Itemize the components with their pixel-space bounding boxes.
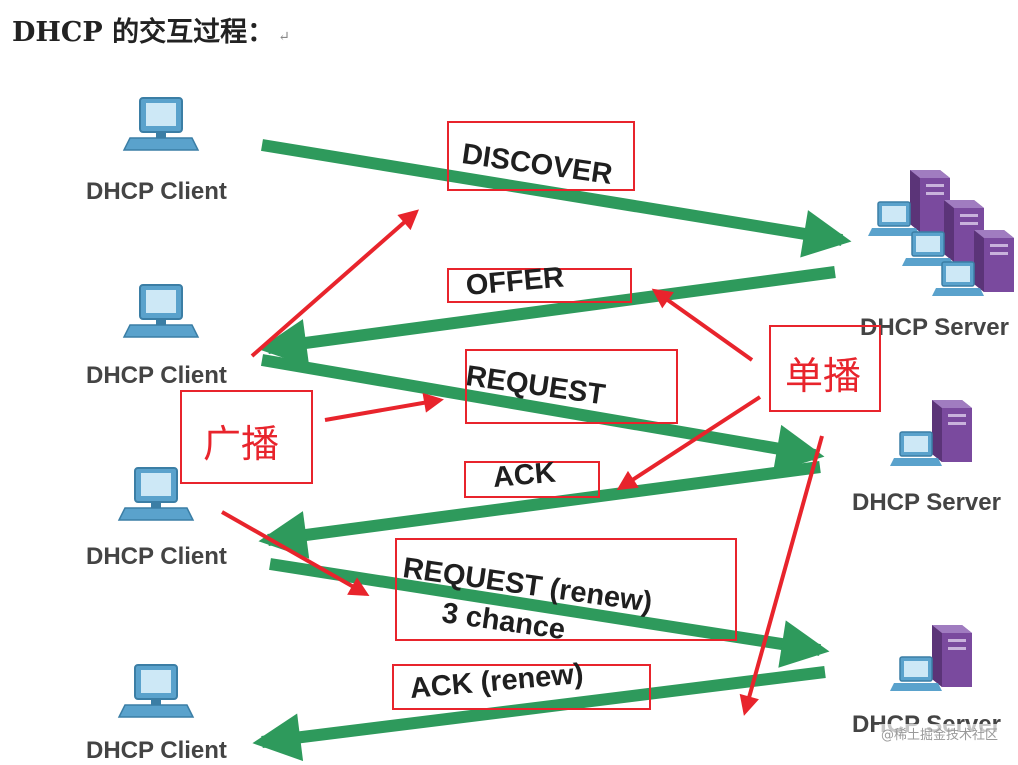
client-computer-icon — [118, 664, 194, 718]
title-text: DHCP 的交互过程： — [12, 17, 275, 48]
unicast-box — [769, 325, 881, 412]
broadcast-pointer-discover — [250, 209, 420, 358]
broadcast-pointer-renew — [221, 510, 370, 596]
client-label: DHCP Client — [86, 362, 227, 389]
ack-label: ACK — [491, 456, 557, 494]
return-mark-icon: ↵ — [278, 29, 290, 45]
request-arrow — [260, 354, 825, 473]
ack-renew-arrow — [252, 666, 826, 761]
client-label: DHCP Client — [86, 178, 227, 205]
request-box — [465, 349, 678, 424]
offer-box — [447, 268, 632, 303]
client-label: DHCP Client — [86, 737, 227, 764]
broadcast-box — [180, 390, 313, 484]
unicast-pointer-ack-renew — [739, 435, 824, 716]
unicast-pointer-offer — [651, 288, 754, 362]
request-renew-box — [395, 538, 737, 641]
client-computer-icon — [123, 97, 199, 151]
broadcast-label: 广播 — [203, 422, 280, 466]
client-label: DHCP Client — [86, 543, 227, 570]
server-icon — [889, 399, 973, 467]
broadcast-pointer-request — [324, 392, 444, 422]
unicast-label: 单播 — [785, 354, 862, 398]
ack-renew-box — [392, 664, 651, 710]
server-label: DHCP Server — [860, 314, 1009, 341]
server-icon — [889, 624, 973, 692]
server-label: DHCP Server — [852, 489, 1001, 516]
offer-arrow — [258, 266, 836, 367]
unicast-pointer-ack — [616, 395, 762, 491]
ack-arrow — [258, 461, 821, 559]
client-computer-icon — [123, 284, 199, 338]
discover-box — [447, 121, 635, 191]
watermark: @稀土掘金技术社区 — [878, 724, 1000, 743]
server-cluster-icon — [867, 169, 1015, 297]
ack-box — [464, 461, 600, 498]
page-title: DHCP 的交互过程：↵ — [12, 10, 290, 49]
discover-arrow — [261, 139, 852, 258]
